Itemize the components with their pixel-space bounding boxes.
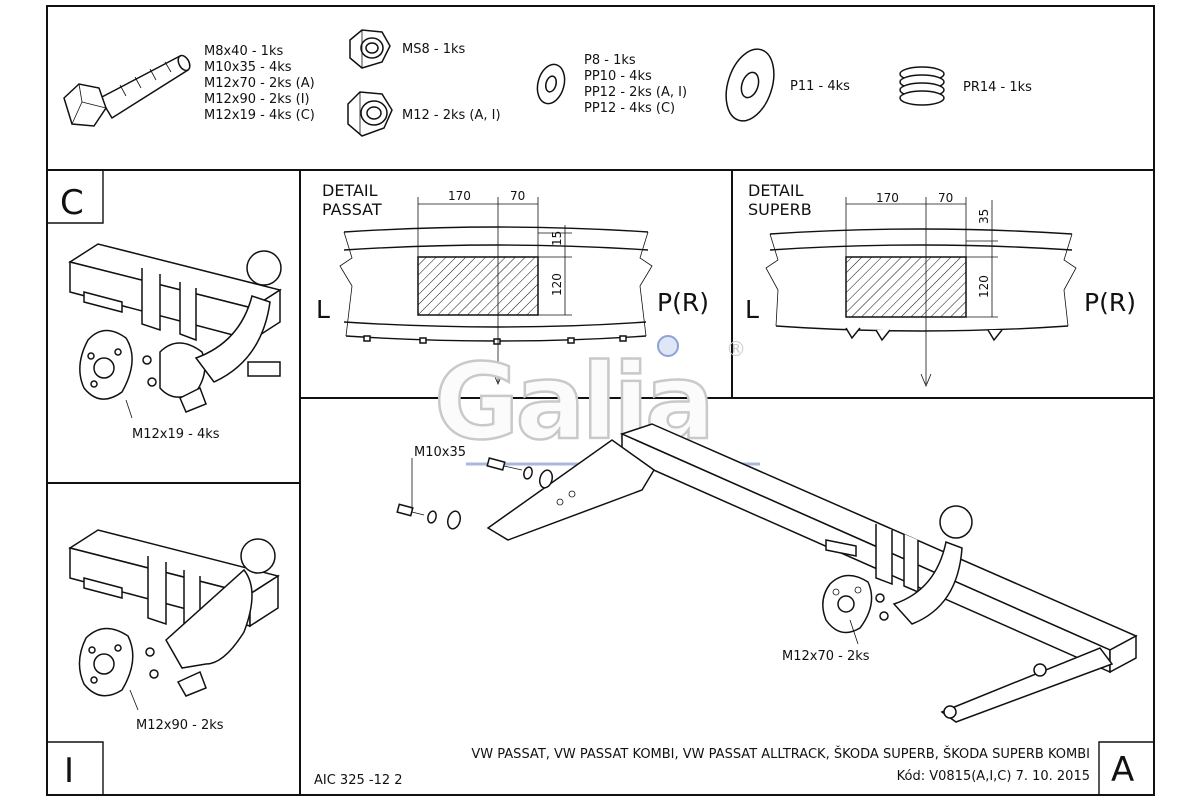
panel-i-towbar-illustration — [68, 529, 280, 697]
washer-p11-label: P11 - 4ks — [790, 79, 850, 94]
washer-spec-3: PP12 - 2ks (A, I) — [584, 85, 687, 100]
detail-passat-dim-right: 70 — [510, 189, 525, 203]
galia-logo-watermark: Galia ® — [433, 335, 760, 466]
panel-a-m10-label: M10x35 — [414, 445, 466, 460]
washer-p11-illustration — [725, 48, 775, 122]
footer-kod: Kód: V0815(A,I,C) 7. 10. 2015 — [897, 769, 1090, 784]
bolt-spec-5: M12x19 - 4ks (C) — [204, 108, 315, 123]
nut-m12-illustration — [347, 91, 393, 137]
panel-a-letter: A — [1111, 750, 1134, 790]
bolt-spec-3: M12x70 - 2ks (A) — [204, 76, 315, 91]
detail-superb-bumper — [765, 228, 1077, 342]
detail-passat-left-side: L — [316, 295, 330, 324]
panel-c-towbar-illustration — [68, 243, 282, 413]
detail-passat-dim-height: 120 — [550, 273, 564, 296]
detail-superb-dimensions — [845, 197, 998, 388]
panel-a-towbar-illustration — [486, 423, 1138, 723]
spring-label: PR14 - 1ks — [963, 80, 1032, 95]
detail-passat-hitch-area — [417, 256, 539, 316]
detail-passat-dimensions — [417, 197, 572, 386]
drawing-frame — [46, 5, 1155, 796]
panel-a-loose-hardware — [396, 457, 553, 530]
detail-superb-dim-top: 35 — [977, 209, 991, 224]
washer-spec-1: P8 - 1ks — [584, 53, 636, 68]
detail-passat-title-2: PASSAT — [322, 200, 382, 219]
detail-superb-right-side: P(R) — [1084, 288, 1136, 317]
bolt-illustration — [63, 54, 191, 127]
washer-spec-4: PP12 - 4ks (C) — [584, 101, 675, 116]
detail-superb-dim-right: 70 — [938, 191, 953, 205]
bolt-spec-4: M12x90 - 2ks (I) — [204, 92, 310, 107]
panel-i-letter: I — [64, 751, 74, 791]
panel-c-letter: C — [60, 183, 84, 223]
bolt-spec-1: M8x40 - 1ks — [204, 44, 283, 59]
panel-i-bolt-label: M12x90 - 2ks — [136, 718, 224, 733]
panel-c-bolt-label: M12x19 - 4ks — [132, 427, 220, 442]
detail-superb-title-2: SUPERB — [748, 200, 812, 219]
bolt-spec-2: M10x35 - 4ks — [204, 60, 292, 75]
detail-superb-title-1: DETAIL — [748, 181, 804, 200]
nut-ms8-label: MS8 - 1ks — [402, 42, 465, 57]
footer-code-left: AIC 325 -12 2 — [314, 773, 403, 788]
panel-a-m12-leader — [849, 619, 859, 645]
logo-dot — [657, 335, 679, 357]
logo-registered-mark: ® — [726, 337, 746, 361]
nut-m12-label: M12 - 2ks (A, I) — [402, 108, 501, 123]
detail-passat-dim-top: 15 — [550, 231, 564, 246]
detail-superb-hitch-area — [845, 256, 967, 318]
washer-pp-illustration — [536, 63, 566, 105]
washer-spec-2: PP10 - 4ks — [584, 69, 652, 84]
detail-superb-dim-height: 120 — [977, 275, 991, 298]
spring-illustration — [899, 66, 945, 106]
detail-superb-dim-left: 170 — [876, 191, 899, 205]
detail-passat-right-side: P(R) — [657, 288, 709, 317]
detail-passat-title-1: DETAIL — [322, 181, 378, 200]
detail-superb-left-side: L — [745, 295, 759, 324]
nut-ms8-illustration — [349, 29, 391, 69]
panel-a-bolt-label: M12x70 - 2ks — [782, 649, 870, 664]
footer-vehicles: VW PASSAT, VW PASSAT KOMBI, VW PASSAT AL… — [471, 746, 1090, 762]
panel-c-leader — [125, 399, 133, 419]
detail-passat-dim-left: 170 — [448, 189, 471, 203]
panel-i-leader — [129, 689, 139, 711]
